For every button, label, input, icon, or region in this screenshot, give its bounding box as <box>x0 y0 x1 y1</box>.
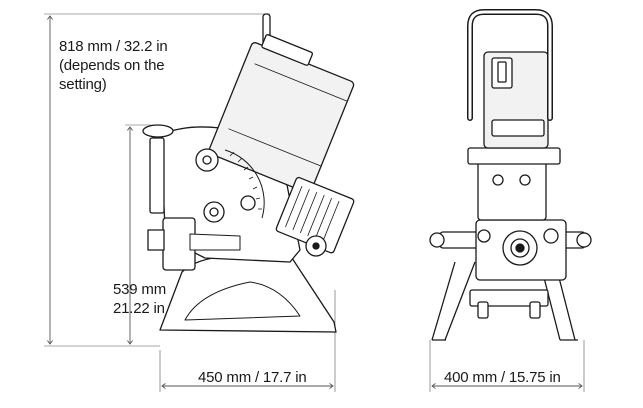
base-height-label-line1: 539 mm <box>113 281 166 298</box>
base-height-label-line2: 21.22 in <box>113 300 165 317</box>
side-width-label: 450 mm / 17.7 in <box>198 369 307 386</box>
total-height-label-line3: setting) <box>59 76 107 93</box>
total-height-label-line1: 818 mm / 32.2 in <box>59 38 168 55</box>
front-view <box>429 9 592 341</box>
side-knob <box>142 124 174 138</box>
dimension-lines <box>44 13 585 392</box>
front-width-label: 400 mm / 15.75 in <box>444 369 561 386</box>
side-angle-scale <box>224 149 265 219</box>
side-view <box>142 13 355 333</box>
side-gearbox <box>275 176 355 254</box>
front-legs <box>431 261 578 341</box>
front-mid-body <box>477 159 547 221</box>
total-height-label-line2: (depends on the <box>59 57 165 74</box>
